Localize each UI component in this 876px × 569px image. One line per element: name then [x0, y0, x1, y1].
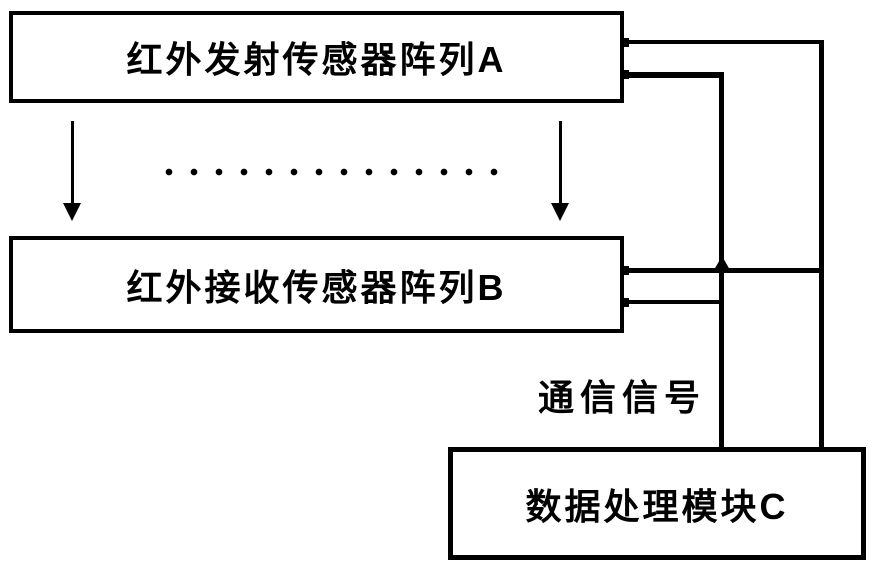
ellipsis-dots: [164, 167, 504, 178]
arrow-shaft: [71, 121, 74, 205]
arrowhead-up-icon: [714, 256, 730, 270]
node-label-emitter-array: 红外发射传感器阵列A: [126, 39, 507, 80]
connector-receiver-to-right-bus: [624, 268, 824, 273]
connector-joint: [620, 266, 629, 275]
communication-signal-label: 通信信号: [538, 377, 707, 418]
connector-right-bus-vertical: [819, 40, 824, 447]
arrowhead-down-icon: [551, 203, 569, 221]
node-label-data-processor: 数据处理模块C: [525, 485, 789, 527]
connector-emitter-to-mid-bus: [624, 72, 722, 78]
arrow-shaft: [559, 121, 562, 205]
arrowhead-down-icon: [63, 203, 81, 221]
node-label-receiver-array: 红外接收传感器阵列B: [126, 266, 507, 308]
connector-joint: [620, 38, 629, 47]
connector-joint: [620, 70, 629, 79]
connector-emitter-to-right-bus: [624, 40, 824, 44]
node-infrared-receiver-array: 红外接收传感器阵列B: [9, 236, 624, 333]
node-infrared-emitter-array: 红外发射传感器阵列A: [9, 11, 624, 103]
connector-receiver-to-mid-bus: [624, 300, 720, 304]
node-data-processing-module: 数据处理模块C: [448, 447, 866, 560]
connector-joint: [620, 298, 629, 307]
